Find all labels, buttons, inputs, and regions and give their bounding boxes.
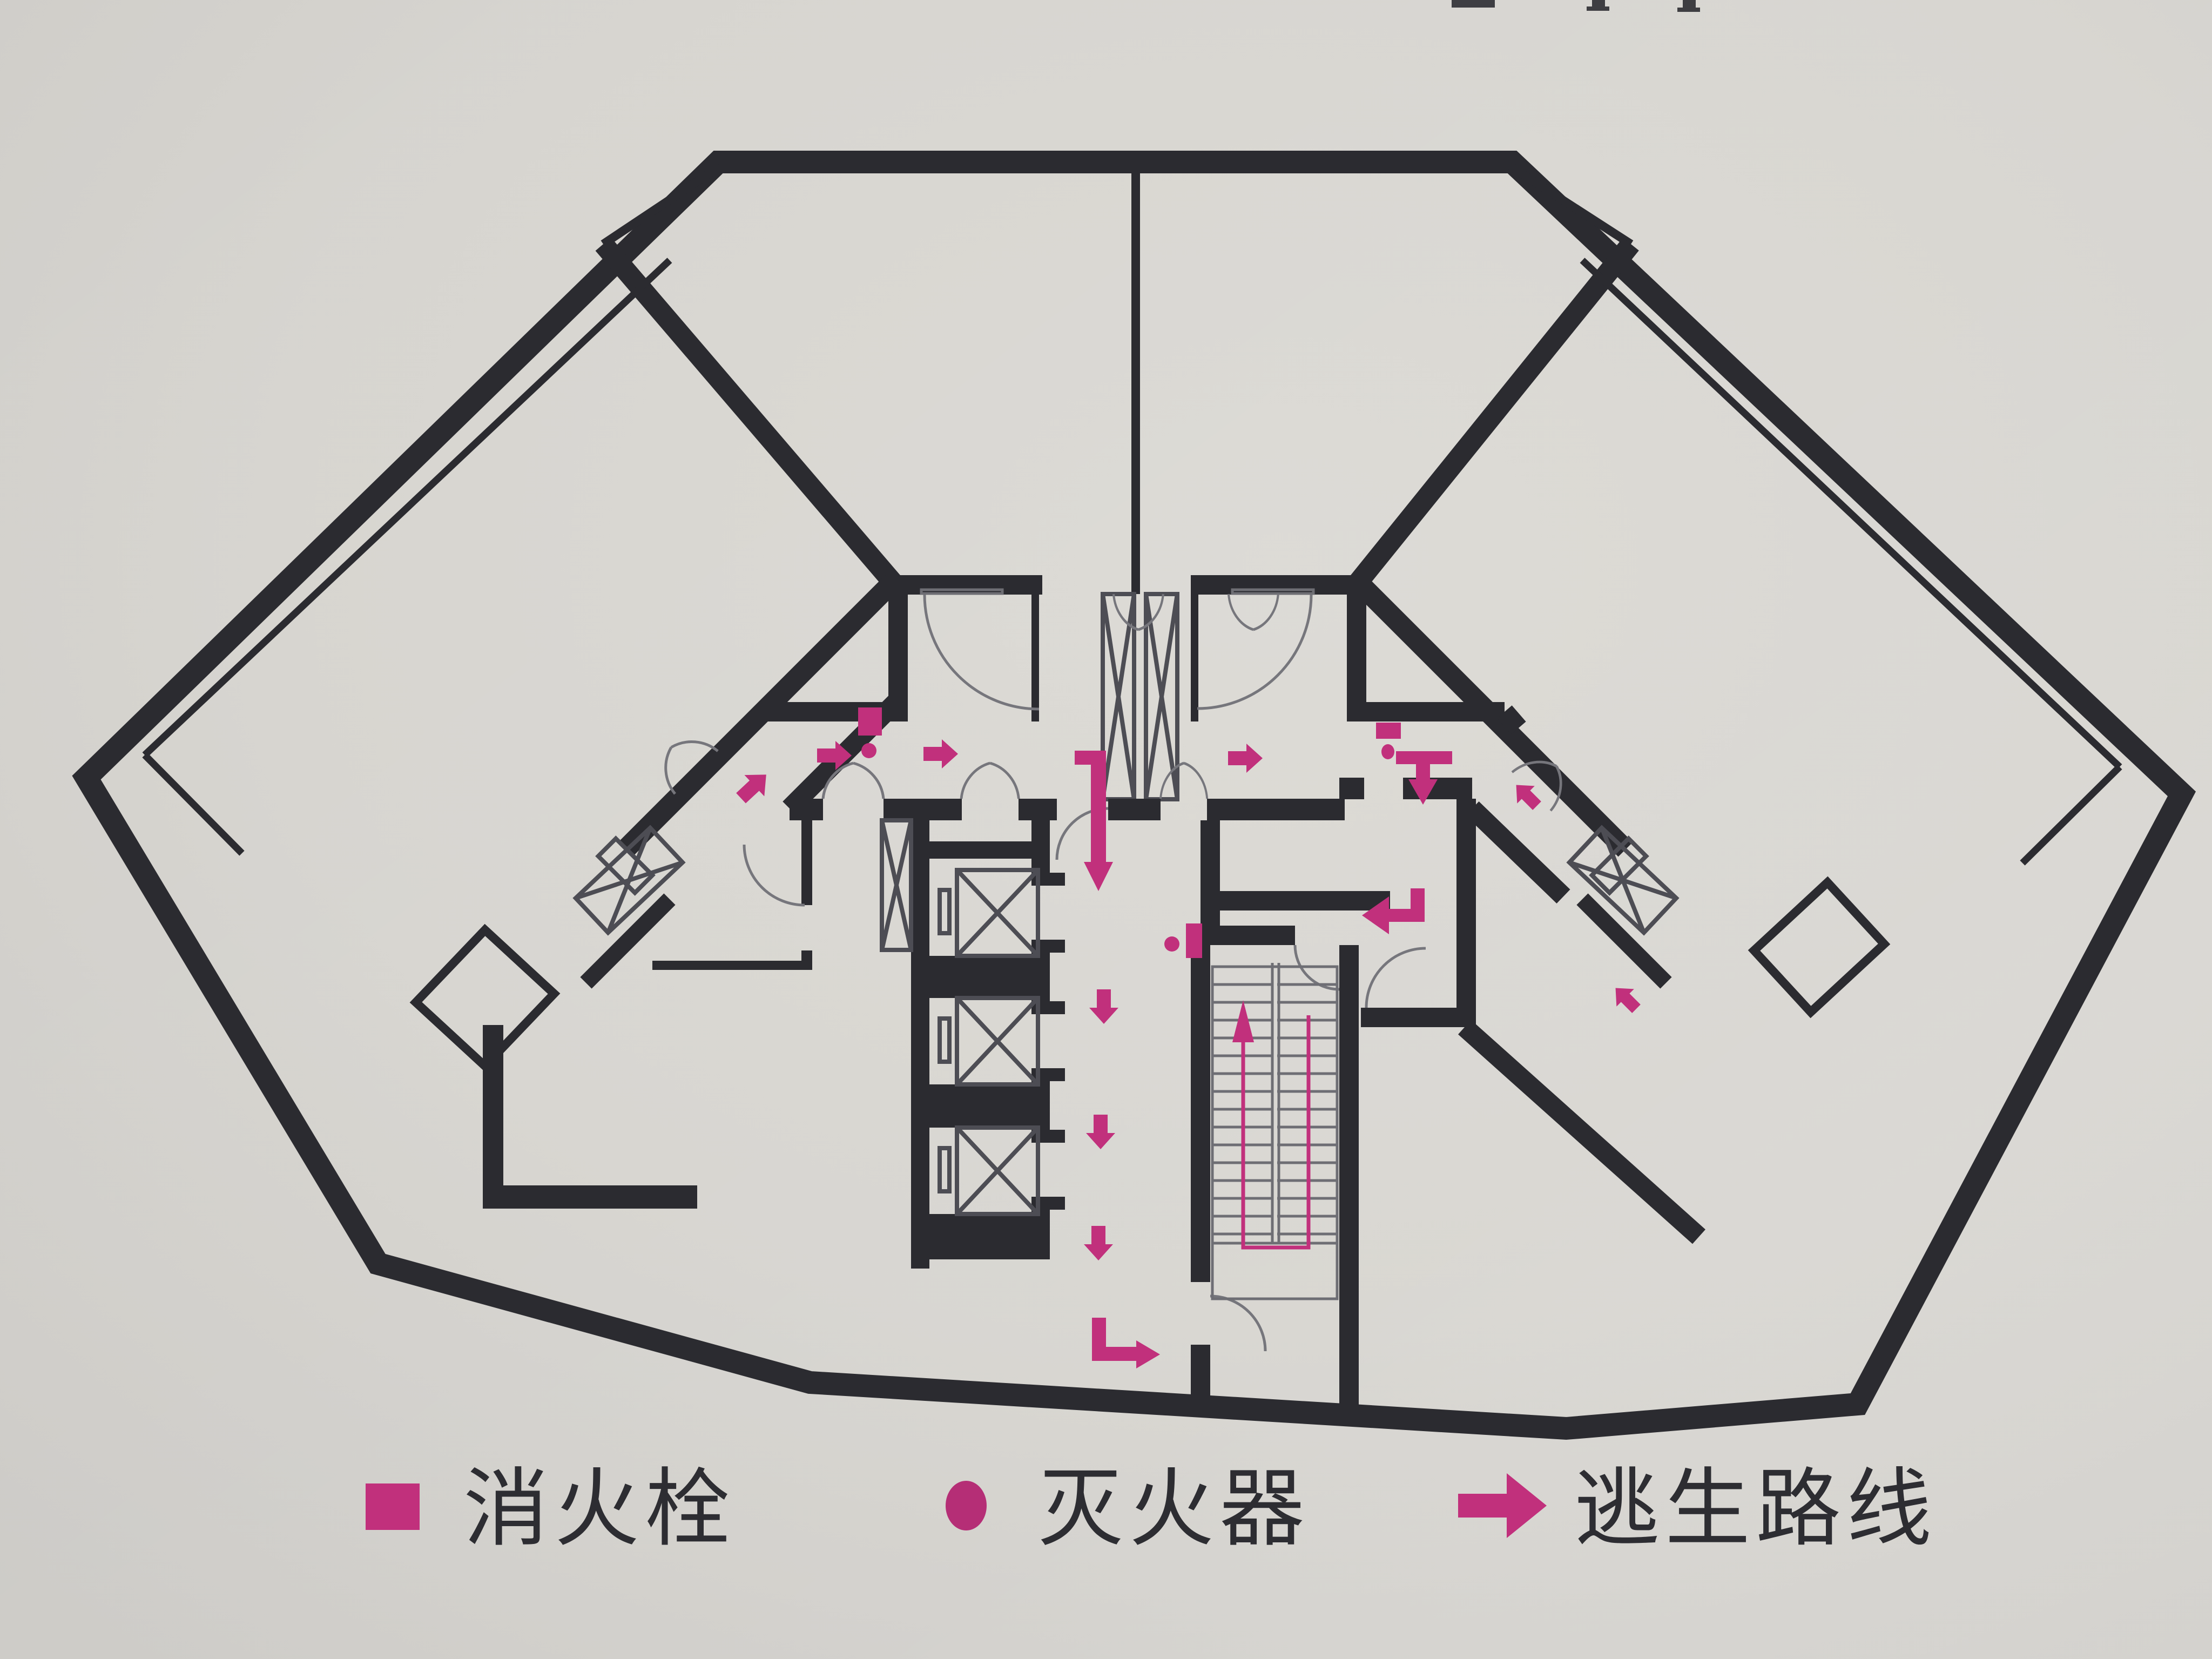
escape-arrow-turn-left: [1362, 888, 1425, 934]
hydrant-marker-left: [858, 707, 882, 736]
legend-extinguisher-icon: [946, 1481, 987, 1530]
right-tip-room: [1748, 876, 1891, 1019]
elevator-shaft-1: [938, 868, 1040, 958]
elevator-bank: [880, 799, 1065, 1269]
legend-item-extinguisher: 灭火器: [946, 1461, 1310, 1556]
extinguisher-marker-right: [1381, 744, 1394, 759]
legend-item-hydrant: 消火栓: [366, 1461, 736, 1556]
left-duct-x: [572, 825, 686, 936]
lower-left-rooms: [483, 812, 812, 1209]
upper-rooms-walls: [595, 162, 1639, 594]
hydrant-marker-core: [1186, 923, 1202, 958]
legend-item-route: 逃生路线: [1458, 1461, 1937, 1556]
escape-arrow-turn-right: [1092, 1318, 1160, 1368]
center-divider-wall: [1131, 162, 1140, 594]
outer-wall: [72, 151, 2196, 1440]
left-tip-room: [409, 923, 561, 1073]
corridor-lower-wall: [650, 726, 1576, 860]
legend-route-icon: [1458, 1473, 1547, 1538]
elevator-shaft-2: [938, 996, 1040, 1087]
escape-route-markers: [731, 707, 1645, 1368]
elevator-shaft-3: [938, 1125, 1040, 1216]
elevator-side-shaft-x: [880, 818, 913, 952]
core-right-rooms: [1201, 799, 1476, 1027]
right-duct-x: [1566, 825, 1680, 936]
stair-route-arrow: [1232, 1000, 1254, 1042]
escape-arrow-turn-down: [1075, 751, 1113, 891]
cropped-title-fragments: [1452, 0, 1700, 12]
legend-hydrant-icon: [366, 1483, 420, 1530]
stair-route-line: [1241, 1015, 1311, 1250]
escape-arrow-tee-down: [1396, 751, 1452, 805]
legend: 消火栓 灭火器 逃生路线: [366, 1461, 1937, 1556]
hydrant-marker-right: [1376, 723, 1401, 739]
legend-route-label: 逃生路线: [1574, 1461, 1937, 1556]
extinguisher-marker-core: [1164, 936, 1179, 952]
vestibule-block: [888, 575, 1366, 801]
legend-extinguisher-label: 灭火器: [1038, 1461, 1310, 1556]
legend-hydrant-label: 消火栓: [463, 1461, 736, 1556]
staircase: [1191, 926, 1359, 1410]
extinguisher-marker-left: [861, 743, 876, 758]
center-shaft-x-right: [1144, 592, 1179, 801]
floor-plan: [72, 151, 2196, 1440]
